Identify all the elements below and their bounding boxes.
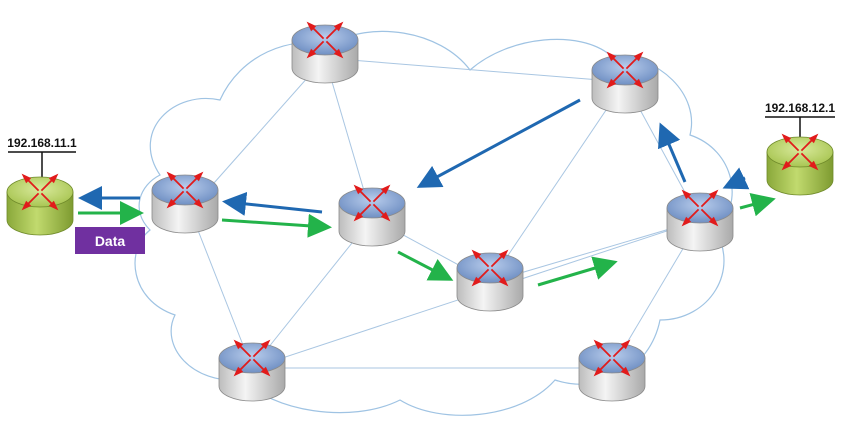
- router-bottom-right: [578, 339, 646, 402]
- link: [489, 219, 701, 283]
- host-router-icon: [766, 133, 834, 196]
- router-top-right: [591, 51, 659, 114]
- data-packet-label: Data: [95, 233, 126, 249]
- router-icon: [291, 21, 359, 84]
- flow-arrow-icon: [658, 122, 687, 183]
- return-path-arrows: [78, 98, 750, 216]
- link: [189, 209, 253, 369]
- router-icon: [578, 339, 646, 402]
- host-left-label-group: 192.168.11.1: [7, 136, 77, 178]
- flow-arrow-icon: [221, 213, 332, 238]
- router-icon: [456, 249, 524, 312]
- host-left-ip: 192.168.11.1: [7, 136, 77, 150]
- host-right-label-group: 192.168.12.1: [765, 101, 835, 140]
- data-packet-box: [75, 227, 145, 254]
- router-center-lower: [456, 249, 524, 312]
- link: [489, 81, 626, 283]
- host-router-icon: [6, 173, 74, 236]
- router-icon: [338, 184, 406, 247]
- flow-arrow-icon: [397, 250, 454, 281]
- host-right-ip: 192.168.12.1: [765, 101, 835, 115]
- flow-arrow-icon: [416, 98, 581, 188]
- link: [324, 57, 626, 83]
- router-right-edge: [666, 189, 734, 252]
- flow-arrow-icon: [222, 191, 323, 216]
- router-icon: [151, 171, 219, 234]
- router-icon: [218, 339, 286, 402]
- router-left-edge: [151, 171, 219, 234]
- flow-arrow-icon: [739, 193, 776, 217]
- router-icon: [591, 51, 659, 114]
- flow-arrow-icon: [537, 256, 618, 287]
- router-bottom-left: [218, 339, 286, 402]
- forward-path-arrows: [78, 193, 776, 287]
- data-packet: Data: [75, 227, 145, 254]
- host-right-router: [766, 133, 834, 196]
- routers: [6, 21, 834, 402]
- host-left-router: [6, 173, 74, 236]
- router-center: [338, 184, 406, 247]
- flow-arrow-icon: [722, 167, 750, 190]
- router-icon: [666, 189, 734, 252]
- router-top: [291, 21, 359, 84]
